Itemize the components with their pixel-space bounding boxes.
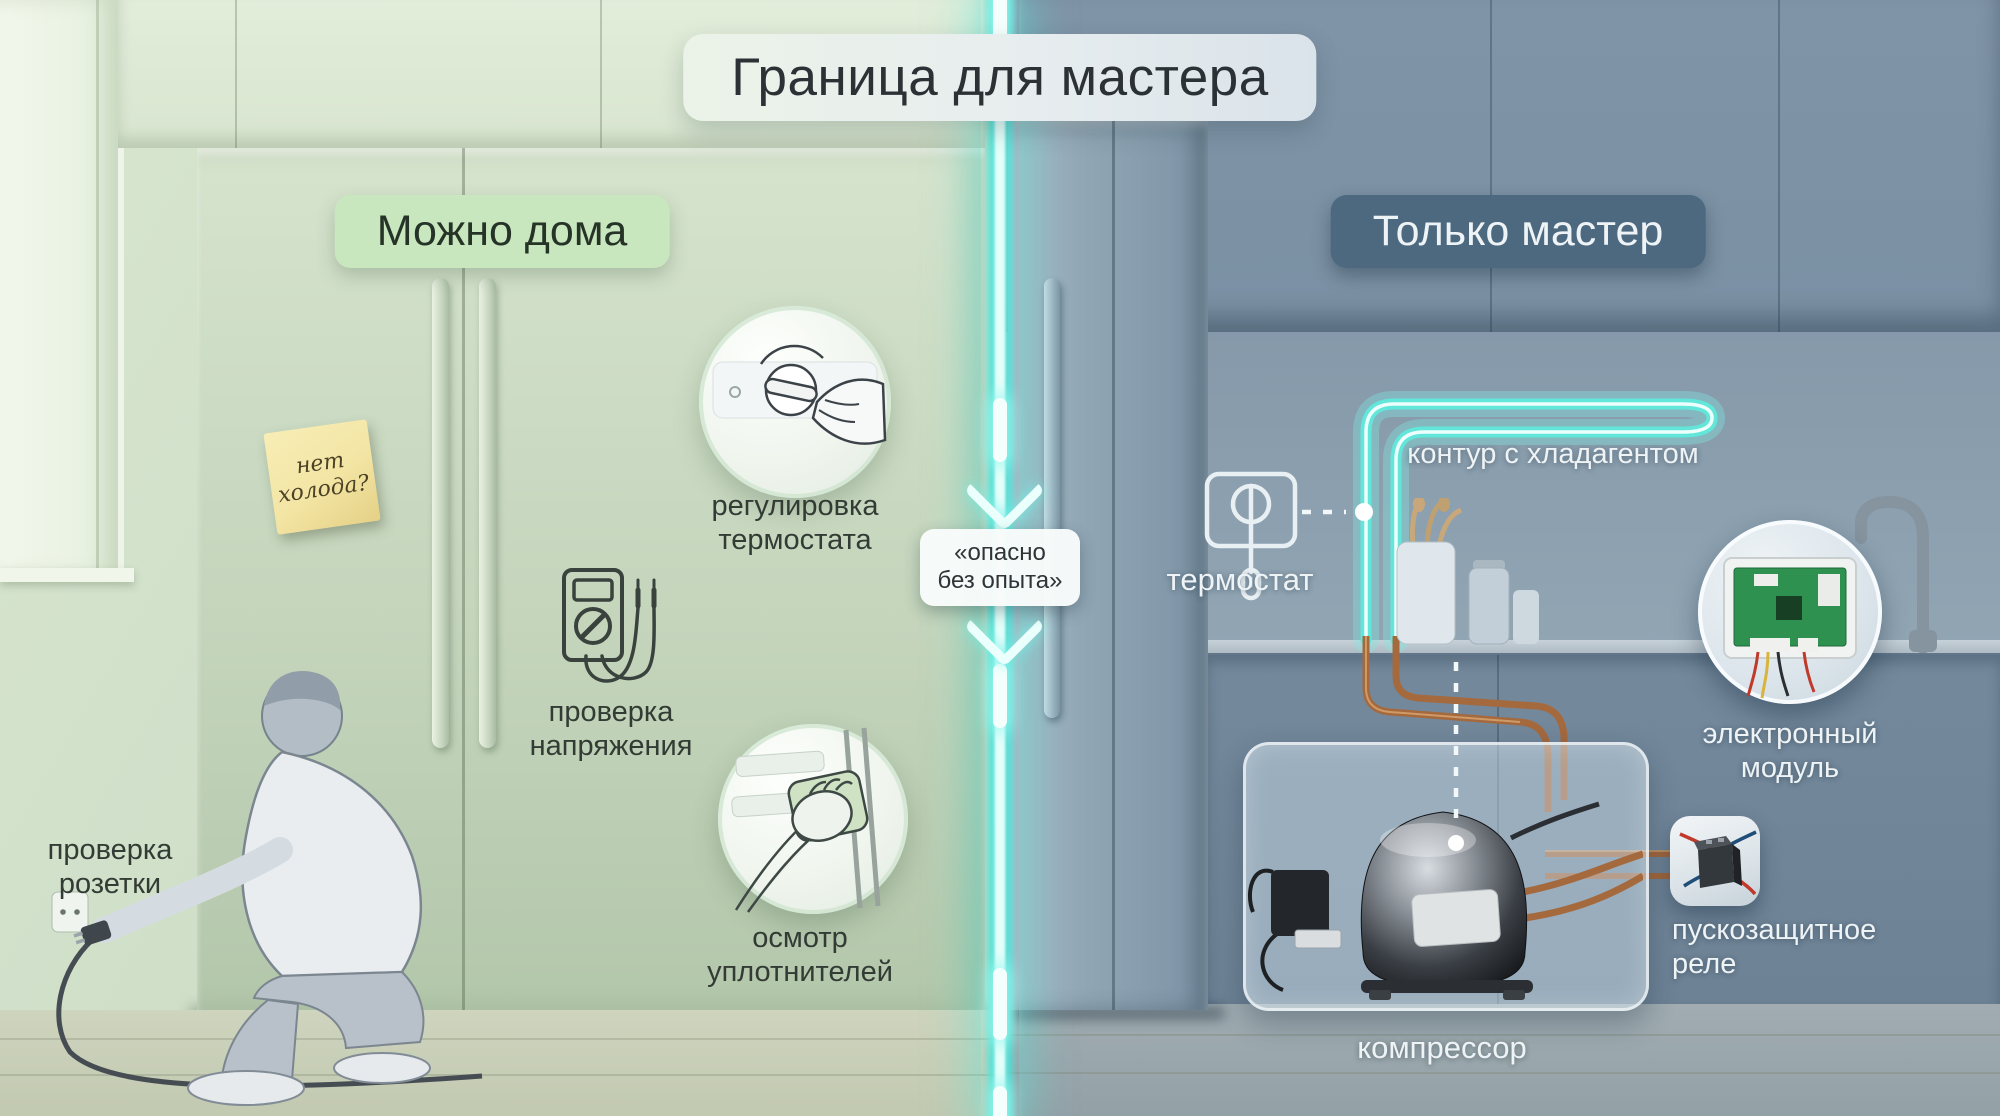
divider-segment xyxy=(993,664,1007,728)
title-text: Граница для мастера xyxy=(731,48,1269,107)
floor-plank-line xyxy=(1000,1034,2000,1036)
divider-segment xyxy=(993,968,1007,1040)
cabinet-seam xyxy=(600,0,602,148)
label-voltage-check: проверка напряжения xyxy=(529,696,693,762)
label-start-relay: пускозащитное реле xyxy=(1672,914,1877,980)
label-thermostat: термостат xyxy=(1166,562,1314,597)
label-thermostat-adjust: регулировка термостата xyxy=(711,490,879,556)
left-zone-badge: Можно дома xyxy=(334,195,670,268)
floor-plank-line xyxy=(1000,1072,2000,1074)
window-frame xyxy=(96,0,99,575)
fridge-handle xyxy=(479,278,496,748)
right-zone-badge: Только мастер xyxy=(1330,195,1706,268)
cabinet-seam xyxy=(1490,0,1492,332)
countertop xyxy=(1208,640,2000,655)
fridge-door-seam xyxy=(462,148,465,1010)
sticky-note-text: нет холода? xyxy=(276,447,371,509)
floor-plank-line xyxy=(0,1038,1000,1040)
floor-plank-line xyxy=(0,1074,1000,1076)
floor-right xyxy=(1000,1004,2000,1116)
compressor-panel xyxy=(1243,742,1649,1011)
label-compressor: компрессор xyxy=(1357,1030,1527,1065)
divider-segment xyxy=(993,398,1007,462)
label-outlet-check: проверка розетки xyxy=(47,834,173,900)
fridge-handle xyxy=(1044,278,1060,718)
label-seal-inspection: осмотр уплотнителей xyxy=(707,922,893,988)
cabinet-seam xyxy=(1778,0,1780,332)
fridge-handle xyxy=(432,278,449,748)
electronic-module-circle xyxy=(1698,520,1882,704)
seal-inspection-photo xyxy=(718,724,908,914)
right-zone-badge-text: Только мастер xyxy=(1372,207,1664,255)
cabinet-seam xyxy=(235,0,237,148)
warning-text: «опасно без опыта» xyxy=(937,539,1063,595)
label-refrigerant-loop: контур с хладагентом xyxy=(1407,438,1699,470)
page-title: Граница для мастера xyxy=(683,34,1317,121)
sticky-note: нет холода? xyxy=(263,419,381,535)
start-relay-card xyxy=(1670,816,1760,906)
window-sill xyxy=(0,568,134,582)
divider-segment xyxy=(993,1086,1007,1116)
fridge-door-seam xyxy=(1112,118,1115,1010)
floor-left xyxy=(0,1010,1000,1116)
left-zone-badge-text: Можно дома xyxy=(376,207,628,255)
warning-badge: «опасно без опыта» xyxy=(920,529,1080,606)
thermostat-adjust-photo xyxy=(699,306,891,498)
label-electronic-module: электронный модуль xyxy=(1702,718,1878,784)
window xyxy=(0,0,124,575)
